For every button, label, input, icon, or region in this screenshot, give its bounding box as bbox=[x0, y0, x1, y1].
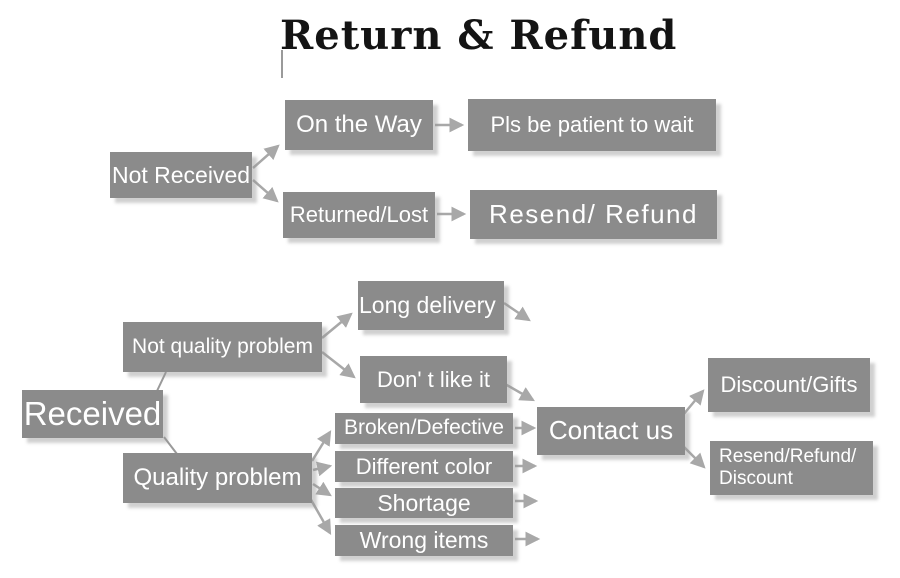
node-returned-lost: Returned/Lost bbox=[283, 192, 435, 238]
arrow-not-quality-to-dont-like-it bbox=[321, 351, 356, 379]
node-not-quality-problem: Not quality problem bbox=[123, 322, 322, 372]
node-long-delivery: Long delivery bbox=[358, 281, 504, 330]
node-broken-defective: Broken/Defective bbox=[335, 413, 513, 444]
node-resend-refund-discount-line1: Resend/Refund/ bbox=[719, 446, 857, 468]
arrow-not-received-to-on-the-way bbox=[252, 144, 280, 169]
arrow-quality-to-different-color bbox=[312, 461, 333, 477]
node-different-color: Different color bbox=[335, 451, 513, 482]
node-contact-us: Contact us bbox=[537, 407, 685, 455]
arrow-contact-us-to-discount-gifts bbox=[682, 389, 705, 416]
node-resend-refund: Resend/ Refund bbox=[470, 190, 717, 239]
arrow-not-received-to-returned-lost bbox=[252, 179, 279, 203]
line-received-to-not-quality bbox=[156, 371, 167, 392]
line-received-to-quality-problem bbox=[163, 436, 178, 455]
node-on-the-way: On the Way bbox=[285, 100, 433, 150]
node-wrong-items: Wrong items bbox=[335, 525, 513, 556]
arrow-not-quality-to-long-delivery bbox=[321, 312, 353, 339]
arrow-long-delivery-to-contact-us bbox=[503, 301, 531, 322]
arrow-dont-like-it-to-contact-us bbox=[504, 382, 535, 402]
arrow-quality-to-wrong-items bbox=[308, 497, 332, 535]
node-dont-like-it: Don' t like it bbox=[360, 356, 507, 403]
node-resend-refund-discount-line2: Discount bbox=[719, 468, 793, 489]
node-quality-problem: Quality problem bbox=[123, 453, 312, 503]
arrow-quality-to-broken-defective bbox=[310, 430, 332, 462]
node-shortage: Shortage bbox=[335, 488, 513, 518]
arrow-quality-to-shortage bbox=[312, 481, 332, 497]
page-title: Return & Refund bbox=[280, 12, 678, 59]
node-not-received: Not Received bbox=[110, 152, 252, 198]
node-resend-refund-discount: Resend/Refund/ Discount bbox=[710, 441, 873, 495]
arrow-contact-us-to-resend-discount bbox=[682, 445, 706, 469]
node-received: Received bbox=[22, 390, 163, 438]
node-pls-be-patient: Pls be patient to wait bbox=[468, 99, 716, 151]
stray-mark-line bbox=[281, 50, 283, 78]
node-discount-gifts: Discount/Gifts bbox=[708, 358, 870, 412]
